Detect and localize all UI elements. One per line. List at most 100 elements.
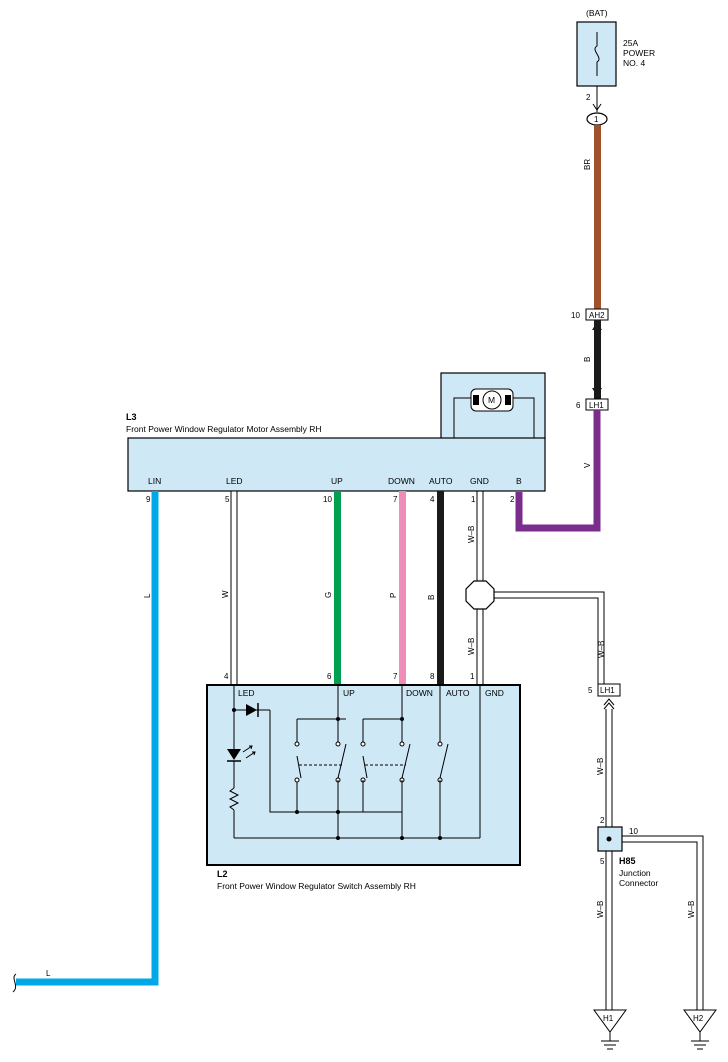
wire-p-label: P xyxy=(389,593,398,598)
wire-b-label: B xyxy=(583,357,592,362)
switch-assembly-id: L2 xyxy=(217,869,228,879)
connector-lh1-top-pin: 6 xyxy=(576,401,581,410)
motor-pin-down: 7 xyxy=(393,495,398,504)
junction-id: H85 xyxy=(619,856,636,866)
bat-label: (BAT) xyxy=(586,8,608,18)
motor-assembly-id: L3 xyxy=(126,412,137,422)
motor-pin-b: 2 xyxy=(510,495,515,504)
ground-h1 xyxy=(593,1009,627,1033)
ground-h2 xyxy=(683,1009,717,1033)
fuse-icon xyxy=(594,32,600,76)
switch-pin-up: 6 xyxy=(327,672,332,681)
switch-pin-auto: 8 xyxy=(430,672,435,681)
wire-br xyxy=(594,125,601,309)
wire-g-label: G xyxy=(324,592,333,598)
splice-octagon xyxy=(465,580,495,610)
resistor-icon xyxy=(228,787,240,811)
wire-wb-upper-label: W–B xyxy=(467,526,476,543)
switch-pin-down: 7 xyxy=(393,672,398,681)
switch-contact-icon xyxy=(337,743,347,779)
switch-terminal-auto: AUTO xyxy=(446,688,470,698)
switch-pin-gnd: 1 xyxy=(470,672,475,681)
switch-contact-icon xyxy=(362,755,368,779)
connector-arrow-icon xyxy=(603,702,615,710)
wire-v xyxy=(515,410,601,532)
junction-pin-top: 2 xyxy=(600,816,605,825)
connector-lh1-right xyxy=(597,683,621,697)
wire-v-label: V xyxy=(583,462,592,468)
switch-terminal-gnd: GND xyxy=(485,688,504,698)
switch-internal-circuit xyxy=(227,685,481,840)
wire-br-label: BR xyxy=(583,159,592,170)
connector-lh1-top-label: LH1 xyxy=(589,401,604,410)
connector-lh1-right-pin: 5 xyxy=(588,686,593,695)
switch-contact-icon xyxy=(296,755,302,779)
motor-terminal-up: UP xyxy=(331,476,343,486)
wire-p xyxy=(399,491,406,685)
wire-g xyxy=(334,491,341,685)
diode-icon xyxy=(246,704,257,716)
wire-wb-h2 xyxy=(622,835,704,1010)
connector-arrow-icon xyxy=(603,698,615,706)
wire-l xyxy=(16,491,159,986)
motor-icon xyxy=(482,390,502,410)
ground-h1-label: H1 xyxy=(603,1014,614,1023)
motor-terminal-gnd: GND xyxy=(470,476,489,486)
wire-break-icon xyxy=(12,973,17,993)
motor-terminal-led: LED xyxy=(226,476,243,486)
wire-l-label-top: L xyxy=(143,593,152,598)
led-icon xyxy=(227,749,241,760)
motor-brush xyxy=(505,395,511,405)
wire-wb-right-top-label: W–B xyxy=(597,641,606,658)
wire-b-auto xyxy=(437,491,444,685)
switch-contact-icon xyxy=(439,743,449,779)
switch-terminal-up: UP xyxy=(343,688,355,698)
wire-b-auto-label: B xyxy=(427,595,436,600)
connector-arrow-icon xyxy=(592,322,602,330)
fuse-rating: 25A xyxy=(623,38,638,48)
fuse-name-2: NO. 4 xyxy=(623,58,645,68)
motor-pin-gnd: 1 xyxy=(471,495,476,504)
wire-wb-right-mid-label: W–B xyxy=(596,758,605,775)
connector-ah2-label: AH2 xyxy=(589,311,605,320)
wire-wb-mid-label: W–B xyxy=(467,638,476,655)
switch-assembly-name: Front Power Window Regulator Switch Asse… xyxy=(217,881,416,891)
switch-pin-led: 4 xyxy=(224,672,229,681)
terminal-arrow-icon xyxy=(592,103,602,111)
motor-brush xyxy=(473,395,479,405)
motor-terminal-down: DOWN xyxy=(388,476,415,486)
junction-pin-right: 10 xyxy=(629,827,638,836)
wire-w-label: W xyxy=(221,590,230,598)
switch-contact-icon xyxy=(401,743,411,779)
motor-terminal-lin: LIN xyxy=(148,476,161,486)
wire-l-label-bottom: L xyxy=(46,969,51,978)
motor-symbol: M xyxy=(488,395,495,405)
wire-wb-h2-label: W–B xyxy=(687,901,696,918)
motor-terminal-b: B xyxy=(516,476,522,486)
junction-node xyxy=(606,836,612,842)
connector-lh1-right-label: LH1 xyxy=(600,686,615,695)
motor-pin-lin: 9 xyxy=(146,495,151,504)
junction-name-2: Connector xyxy=(619,878,658,888)
wire-wb-right xyxy=(494,597,599,685)
switch-terminal-down: DOWN xyxy=(406,688,433,698)
splice-id: 1 xyxy=(594,115,599,124)
switch-assembly-box xyxy=(206,684,521,866)
junction-name-1: Junction xyxy=(619,868,651,878)
wire-wb-right xyxy=(494,591,605,685)
ground-h2-label: H2 xyxy=(693,1014,704,1023)
connector-ah2-pin: 10 xyxy=(571,311,580,320)
wire-wb-h2 xyxy=(622,841,698,1010)
motor-pin-led: 5 xyxy=(225,495,230,504)
connector-arrow-icon xyxy=(592,388,602,396)
motor-pin-auto: 4 xyxy=(430,495,435,504)
fuse-pin: 2 xyxy=(586,93,591,102)
junction-pin-bottom: 5 xyxy=(600,857,605,866)
motor-assembly-box xyxy=(127,437,546,492)
wire-wb-h1-label: W–B xyxy=(596,901,605,918)
wire-w xyxy=(230,490,238,686)
motor-pin-up: 10 xyxy=(323,495,332,504)
motor-assembly-name: Front Power Window Regulator Motor Assem… xyxy=(126,424,322,434)
wire-b-black xyxy=(594,320,601,399)
